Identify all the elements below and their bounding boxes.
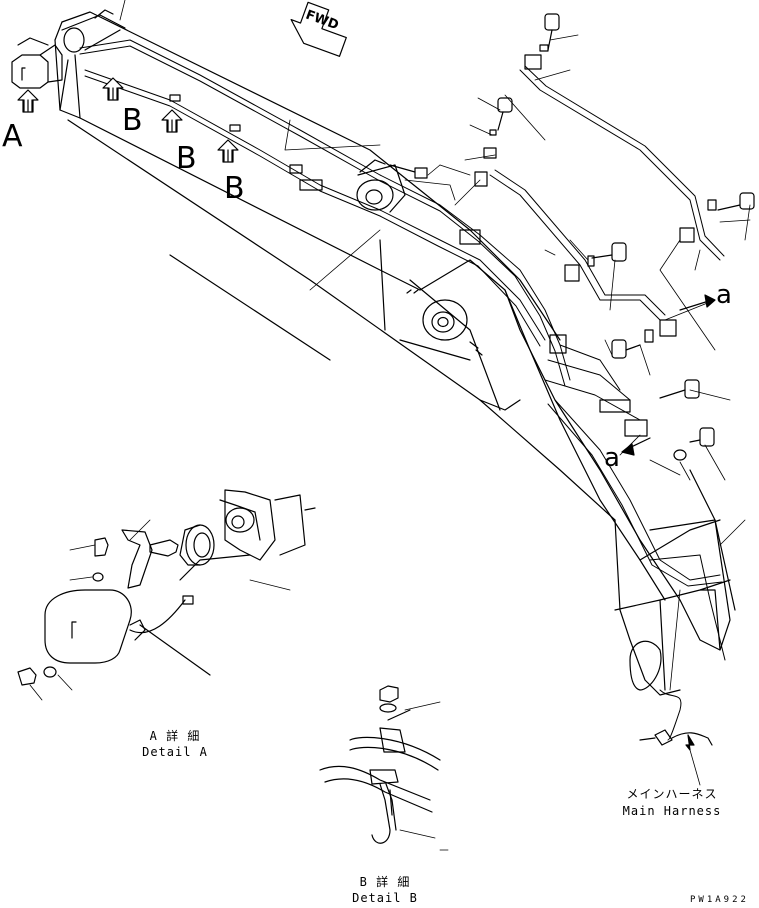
main-harness-caption-en: Main Harness [622, 804, 722, 818]
view-label-b-1: B [122, 103, 143, 138]
work-lamp-a [12, 38, 62, 88]
fwd-arrow [285, 0, 353, 56]
detail-b-assembly [320, 686, 448, 850]
view-label-b-2: B [176, 141, 197, 176]
cylinder-mount [357, 160, 405, 212]
main-harness-caption-jp: メインハーネス [626, 787, 718, 801]
harness-clamps [170, 95, 647, 436]
wiring-harness [80, 40, 725, 740]
detail-b-caption-jp: B 詳 細 [359, 875, 411, 889]
view-arrows [18, 78, 238, 162]
drawing-code: PW1A922 [690, 895, 749, 905]
a-callout-arrows [622, 295, 715, 455]
section-label-a-lower: a [604, 443, 620, 473]
main-harness-connector [640, 730, 712, 785]
view-label-b-3: B [224, 171, 245, 206]
leader-lines [120, 0, 750, 690]
detail-b-caption-en: Detail B [352, 891, 418, 905]
boom-body [55, 12, 735, 695]
boom-head [62, 10, 125, 52]
detail-a-assembly [18, 490, 315, 700]
boom-pin-boss [407, 290, 482, 355]
section-label-a-upper: a [716, 280, 732, 310]
detail-a-caption-jp: A 詳 細 [149, 729, 201, 743]
detail-a-caption-en: Detail A [142, 745, 208, 759]
bolts [390, 14, 754, 460]
view-label-a: A [2, 119, 23, 154]
grease-line [490, 66, 724, 320]
